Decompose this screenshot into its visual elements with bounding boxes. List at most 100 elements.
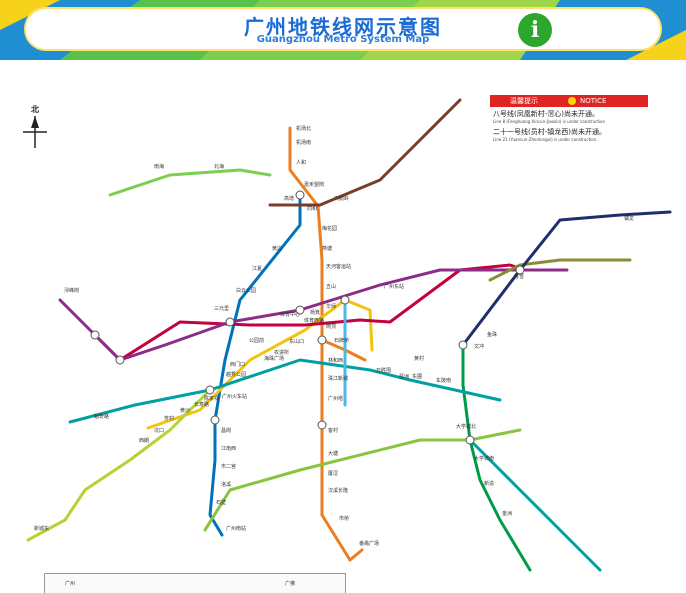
line6 bbox=[58, 268, 569, 362]
station-label[interactable]: 市二宫 bbox=[221, 463, 236, 470]
interchange bbox=[210, 415, 220, 425]
station-label[interactable]: 坑口 bbox=[154, 427, 164, 434]
notice-line8-cn: 八号线(凤凰新村-滘心)尚未开通。 bbox=[493, 110, 599, 118]
station-label[interactable]: 金洲 bbox=[502, 510, 512, 517]
station-label[interactable]: 黄边 bbox=[272, 245, 282, 252]
station-label[interactable]: 文冲 bbox=[474, 343, 484, 350]
station-label[interactable]: 陈家祠 bbox=[204, 395, 219, 402]
station-label[interactable]: 体育西路 bbox=[304, 317, 324, 324]
station-label[interactable]: 广州南站 bbox=[226, 525, 246, 532]
station-label[interactable]: 江夏 bbox=[252, 265, 262, 272]
station-label[interactable]: 广州塔 bbox=[328, 395, 343, 402]
interchange bbox=[205, 385, 215, 395]
interchange bbox=[317, 420, 327, 430]
station-label[interactable]: 石牌桥 bbox=[334, 337, 349, 344]
station-label[interactable]: 农讲所 bbox=[274, 349, 289, 356]
interchange bbox=[225, 317, 235, 327]
station-label[interactable]: 镇龙 bbox=[624, 215, 634, 222]
station-label[interactable]: 石壁 bbox=[216, 499, 226, 506]
legend-item-guangfo: 广佛 bbox=[285, 581, 296, 587]
station-label[interactable]: 高增 bbox=[284, 195, 294, 202]
station-label[interactable]: 机场南 bbox=[296, 139, 311, 146]
station-label[interactable]: 岗顶 bbox=[326, 324, 336, 330]
station-label[interactable]: 广州火车站 bbox=[222, 393, 247, 400]
station-label[interactable]: 鱼珠 bbox=[487, 331, 497, 338]
station-label[interactable]: 海珠广场 bbox=[264, 355, 284, 362]
interchange bbox=[465, 435, 475, 445]
station-label[interactable]: 客村 bbox=[328, 427, 338, 434]
notice-line21-en: Line 21 (Yuancun-Zhenlongxi) is under co… bbox=[493, 137, 598, 142]
station-label[interactable]: 洛溪 bbox=[221, 481, 231, 488]
station-label[interactable]: 大学城北 bbox=[456, 423, 476, 430]
north-label: 北 bbox=[31, 105, 39, 114]
notice-title-en: NOTICE bbox=[580, 97, 607, 105]
station-label[interactable]: 魁奇路 bbox=[94, 413, 109, 420]
station-label[interactable]: 车陂南 bbox=[436, 377, 451, 384]
station-label[interactable]: 同和 bbox=[307, 205, 317, 212]
station-label[interactable]: 北海 bbox=[214, 163, 224, 170]
station-label[interactable]: 体育中心 bbox=[280, 311, 300, 318]
station-label[interactable]: 梅花园 bbox=[322, 225, 337, 232]
station-label[interactable]: 万胜围 bbox=[376, 367, 391, 374]
page-title: 广州地铁线网示意图 bbox=[244, 15, 442, 39]
station-label[interactable]: 华师 bbox=[326, 303, 336, 310]
station-label[interactable]: 汉溪长隆 bbox=[328, 487, 348, 494]
station-label[interactable]: 珠江新城 bbox=[328, 375, 348, 382]
station-label[interactable]: 东山口 bbox=[289, 338, 304, 345]
info-icon[interactable]: i bbox=[518, 13, 552, 47]
station-label[interactable]: 广州东站 bbox=[384, 283, 404, 290]
station-label[interactable]: 长寿路 bbox=[194, 401, 209, 408]
station-label[interactable]: 五山 bbox=[326, 283, 336, 290]
interchange bbox=[340, 295, 350, 305]
line8 bbox=[68, 358, 502, 424]
station-label[interactable]: 三元里 bbox=[214, 306, 229, 312]
legend-strip: 广州 广佛 bbox=[44, 573, 346, 593]
station-label[interactable]: 厦滘 bbox=[328, 470, 338, 477]
station-label[interactable]: 大塘 bbox=[328, 450, 338, 457]
station-label[interactable]: 新城东 bbox=[34, 525, 49, 532]
station-label[interactable]: 黄村 bbox=[414, 355, 424, 362]
station-label[interactable]: 越秀公园 bbox=[226, 371, 246, 378]
station-label[interactable]: 西朗 bbox=[139, 437, 149, 444]
station-label[interactable]: 白云公园 bbox=[236, 287, 256, 294]
interchange bbox=[90, 330, 100, 340]
station-label[interactable]: 黄沙 bbox=[180, 407, 190, 414]
station-label[interactable]: 琶洲 bbox=[399, 374, 409, 380]
interchange bbox=[295, 305, 305, 315]
notice-dot-icon bbox=[568, 97, 576, 105]
station-label[interactable]: 人和 bbox=[296, 159, 306, 166]
title-bar bbox=[26, 9, 660, 49]
page-subtitle: Guangzhou Metro System Map bbox=[256, 34, 430, 45]
notice-line21-cn: 二十一号线(员村-镇龙西)尚未开通。 bbox=[493, 128, 606, 136]
station-label[interactable]: 浔峰岗 bbox=[64, 287, 79, 294]
station-label[interactable]: 昌岗 bbox=[221, 428, 231, 434]
line1 bbox=[146, 298, 374, 430]
interchange bbox=[295, 190, 305, 200]
interchange bbox=[458, 340, 468, 350]
station-label[interactable]: 公园前 bbox=[249, 337, 264, 344]
station-label[interactable]: 番禺广场 bbox=[359, 540, 379, 547]
station-label[interactable]: 芳村 bbox=[164, 415, 174, 422]
station-label[interactable]: 天河客运站 bbox=[326, 263, 351, 270]
station-label[interactable]: 燕塘 bbox=[322, 245, 332, 252]
station-label[interactable]: 飞鹅岭 bbox=[334, 195, 349, 202]
metro-map: 机场北机场南人和嘉禾望岗同和梅花园燕塘天河客运站五山华师岗顶石牌桥 体育西路体育中… bbox=[0, 60, 686, 593]
station-label[interactable]: 香雪 bbox=[514, 273, 524, 280]
station-label[interactable]: 南海 bbox=[154, 163, 164, 170]
station-label[interactable]: 机场北 bbox=[296, 125, 311, 132]
station-label[interactable]: 新造 bbox=[484, 480, 494, 487]
interchange bbox=[317, 335, 327, 345]
compass-icon bbox=[23, 116, 47, 148]
station-label[interactable]: 西门口 bbox=[230, 361, 245, 368]
station-label[interactable]: 大学城南 bbox=[474, 455, 494, 462]
station-label[interactable]: 市桥 bbox=[339, 515, 349, 522]
line5 bbox=[93, 263, 527, 362]
station-label[interactable]: 江南西 bbox=[221, 445, 236, 452]
station-label[interactable]: 杨箕 bbox=[310, 309, 320, 316]
station-label[interactable]: 林和西 bbox=[328, 357, 343, 364]
station-label[interactable]: 东圃 bbox=[412, 373, 422, 380]
station-label[interactable]: 嘉禾望岗 bbox=[304, 181, 324, 188]
line9 bbox=[108, 168, 272, 197]
